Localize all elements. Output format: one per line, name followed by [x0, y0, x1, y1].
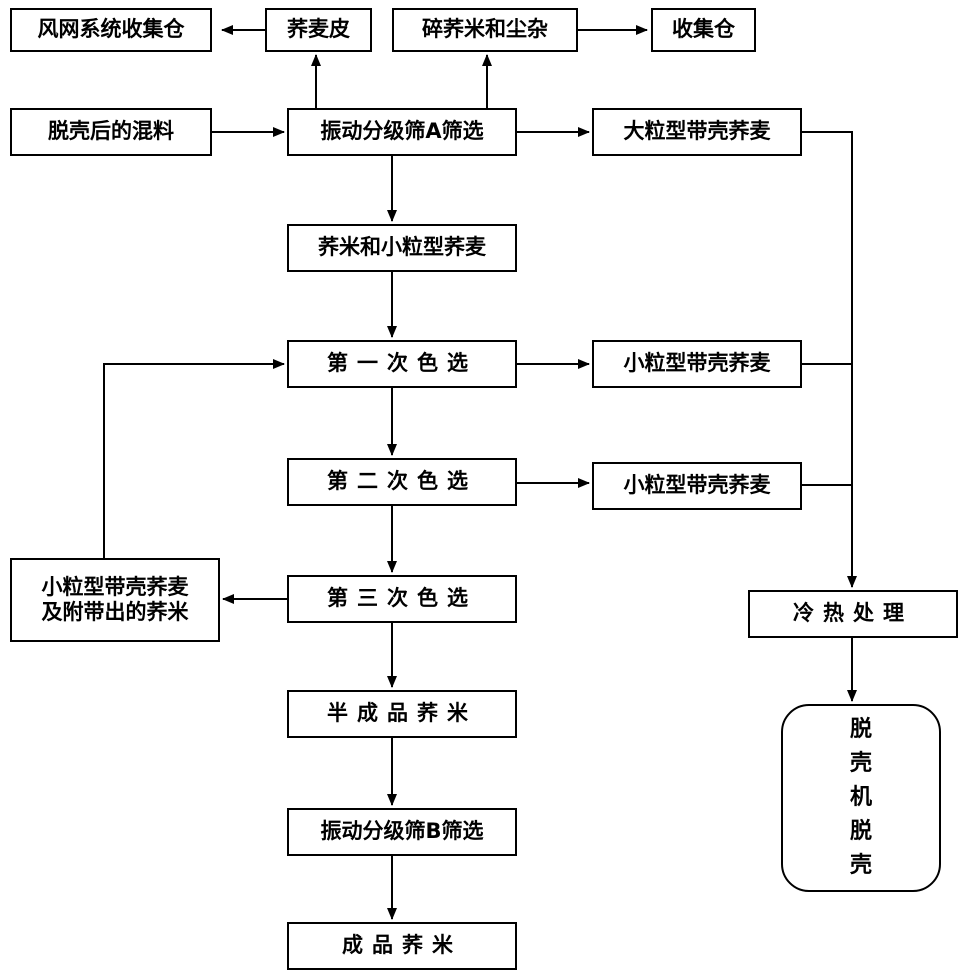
node-small-buckwheat-with-rice: 小粒型带壳荞麦 及附带出的荞米 — [10, 558, 220, 642]
huller-char-1: 脱 — [850, 713, 872, 747]
node-small-hulled-buckwheat-1: 小粒型带壳荞麦 — [592, 340, 802, 388]
node-broken-rice-and-dust: 碎荞米和尘杂 — [392, 8, 578, 52]
node-semi-finished-rice: 半成品荞米 — [287, 690, 517, 738]
edge-xiao-li-fu-dai-to-se-xuan-1 — [104, 364, 284, 558]
node-fengwang-collection-bin: 风网系统收集仓 — [10, 8, 212, 52]
huller-char-5: 壳 — [850, 849, 872, 883]
node-collection-bin: 收集仓 — [651, 8, 756, 52]
node-huller-dehulling: 脱 壳 机 脱 壳 — [781, 704, 941, 892]
huller-char-4: 脱 — [850, 815, 872, 849]
node-third-color-sorting: 第三次色选 — [287, 575, 517, 623]
node-rice-and-small-buckwheat: 荞米和小粒型荞麦 — [287, 224, 517, 272]
node-cold-heat-treatment: 冷热处理 — [748, 590, 958, 638]
node-dehulled-mixture: 脱壳后的混料 — [10, 108, 212, 156]
node-buckwheat-hull: 荞麦皮 — [265, 8, 372, 52]
node-finished-rice: 成品荞米 — [287, 922, 517, 970]
node-second-color-sorting: 第二次色选 — [287, 458, 517, 506]
node-vibrating-screen-b: 振动分级筛B筛选 — [287, 808, 517, 856]
node-vibrating-screen-a: 振动分级筛A筛选 — [287, 108, 517, 156]
node-small-hulled-buckwheat-2: 小粒型带壳荞麦 — [592, 462, 802, 510]
node-large-hulled-buckwheat: 大粒型带壳荞麦 — [592, 108, 802, 156]
huller-char-3: 机 — [850, 781, 872, 815]
node-first-color-sorting: 第一次色选 — [287, 340, 517, 388]
huller-char-2: 壳 — [850, 747, 872, 781]
edge-da-li-xing-to-leng-re — [802, 132, 852, 587]
